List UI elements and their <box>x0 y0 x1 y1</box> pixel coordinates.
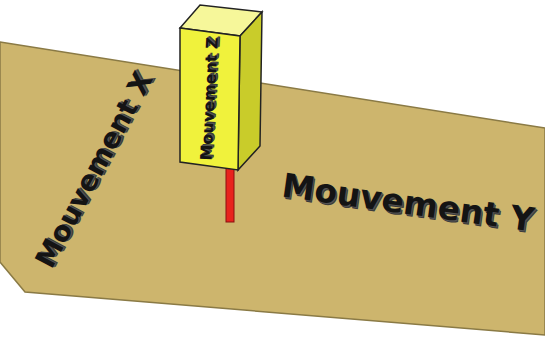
box-side <box>238 12 262 170</box>
spindle-head: Mouvement Z <box>175 0 270 228</box>
box-front <box>180 28 240 170</box>
tool-bit <box>226 166 234 222</box>
band-surface <box>0 42 545 335</box>
spindle-head-outline <box>175 0 270 228</box>
